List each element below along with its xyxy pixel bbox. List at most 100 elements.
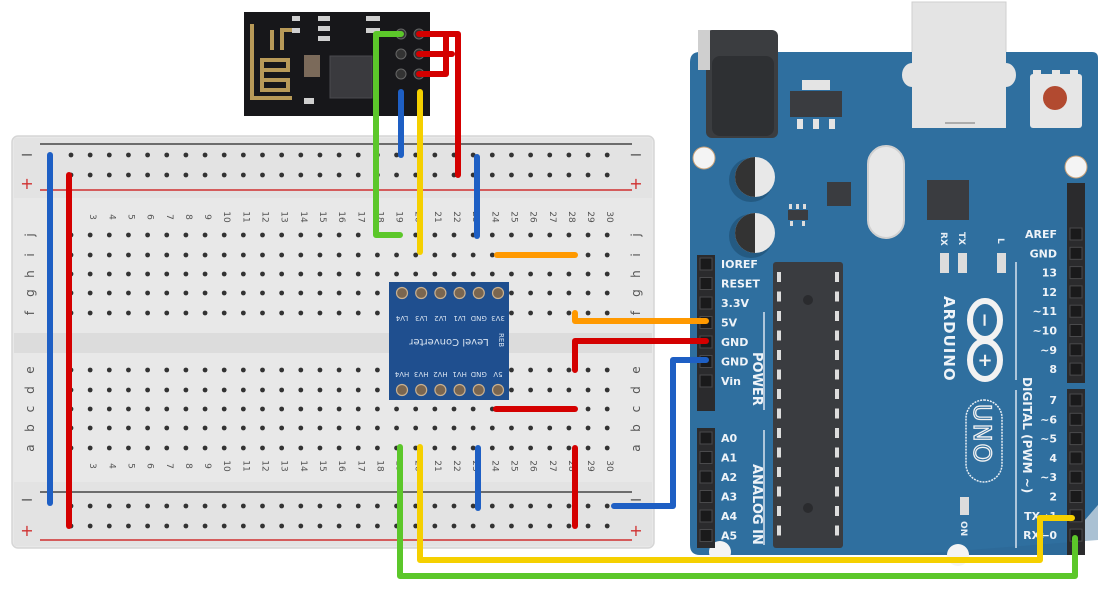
rail-hole[interactable] — [509, 523, 514, 529]
rail-hole[interactable] — [585, 152, 591, 158]
terminal-hole[interactable] — [566, 367, 572, 373]
rail-hole[interactable] — [106, 503, 112, 509]
rail-hole[interactable] — [394, 172, 399, 178]
terminal-hole[interactable] — [470, 406, 476, 412]
rail-hole[interactable] — [145, 152, 151, 158]
terminal-hole[interactable] — [394, 425, 399, 431]
terminal-hole[interactable] — [413, 271, 419, 277]
terminal-hole[interactable] — [298, 445, 304, 451]
terminal-hole[interactable] — [240, 387, 246, 393]
terminal-hole[interactable] — [240, 232, 246, 238]
terminal-hole[interactable] — [279, 367, 285, 373]
terminal-hole[interactable] — [355, 406, 361, 412]
terminal-hole[interactable] — [317, 271, 323, 277]
terminal-hole[interactable] — [145, 271, 151, 277]
rail-hole[interactable] — [336, 503, 342, 509]
terminal-hole[interactable] — [547, 290, 553, 296]
analog-pin-socket[interactable] — [699, 490, 713, 503]
rail-hole[interactable] — [355, 523, 361, 529]
terminal-hole[interactable] — [298, 406, 304, 412]
terminal-hole[interactable] — [106, 406, 112, 412]
terminal-hole[interactable] — [547, 425, 553, 431]
terminal-hole[interactable] — [221, 367, 227, 373]
terminal-hole[interactable] — [221, 310, 227, 316]
terminal-hole[interactable] — [489, 252, 495, 258]
terminal-hole[interactable] — [260, 406, 265, 412]
rail-hole[interactable] — [126, 523, 131, 529]
digital-pin-socket[interactable] — [1069, 266, 1083, 280]
reset-button[interactable] — [1030, 70, 1082, 128]
terminal-hole[interactable] — [106, 290, 112, 296]
rail-hole[interactable] — [604, 172, 610, 178]
rail-hole[interactable] — [298, 503, 304, 509]
level-converter-pin[interactable] — [472, 286, 485, 300]
terminal-hole[interactable] — [87, 232, 93, 238]
terminal-hole[interactable] — [585, 232, 591, 238]
rail-hole[interactable] — [317, 172, 323, 178]
rail-hole[interactable] — [604, 503, 610, 509]
rail-hole[interactable] — [298, 172, 304, 178]
terminal-hole[interactable] — [375, 406, 380, 412]
terminal-hole[interactable] — [470, 425, 476, 431]
terminal-hole[interactable] — [145, 367, 151, 373]
level-converter-pin[interactable] — [491, 383, 505, 397]
terminal-hole[interactable] — [145, 387, 151, 393]
terminal-hole[interactable] — [355, 290, 361, 296]
rail-hole[interactable] — [317, 503, 323, 509]
terminal-hole[interactable] — [221, 290, 227, 296]
terminal-hole[interactable] — [451, 406, 457, 412]
terminal-hole[interactable] — [202, 290, 208, 296]
terminal-hole[interactable] — [145, 445, 151, 451]
digital-pin-socket[interactable] — [1069, 451, 1083, 465]
rail-hole[interactable] — [279, 152, 285, 158]
level-converter-pin[interactable] — [415, 286, 428, 300]
terminal-hole[interactable] — [470, 252, 476, 258]
terminal-hole[interactable] — [221, 232, 227, 238]
rail-hole[interactable] — [470, 503, 476, 509]
rail-hole[interactable] — [202, 172, 208, 178]
terminal-hole[interactable] — [279, 271, 285, 277]
terminal-hole[interactable] — [336, 290, 342, 296]
terminal-hole[interactable] — [279, 445, 285, 451]
terminal-hole[interactable] — [260, 367, 265, 373]
rail-hole[interactable] — [413, 523, 419, 529]
terminal-hole[interactable] — [126, 252, 131, 258]
terminal-hole[interactable] — [202, 406, 208, 412]
terminal-hole[interactable] — [317, 310, 323, 316]
rail-hole[interactable] — [317, 523, 323, 529]
terminal-hole[interactable] — [585, 425, 591, 431]
rail-hole[interactable] — [451, 523, 457, 529]
terminal-hole[interactable] — [298, 425, 304, 431]
digital-pin-socket[interactable] — [1069, 343, 1083, 357]
terminal-hole[interactable] — [240, 445, 246, 451]
terminal-hole[interactable] — [87, 310, 93, 316]
rail-hole[interactable] — [432, 523, 438, 529]
terminal-hole[interactable] — [317, 367, 323, 373]
terminal-hole[interactable] — [164, 445, 170, 451]
terminal-hole[interactable] — [106, 425, 112, 431]
terminal-hole[interactable] — [145, 290, 151, 296]
rail-hole[interactable] — [566, 503, 572, 509]
terminal-hole[interactable] — [106, 271, 112, 277]
terminal-hole[interactable] — [547, 271, 553, 277]
terminal-hole[interactable] — [87, 271, 93, 277]
rail-hole[interactable] — [336, 172, 342, 178]
terminal-hole[interactable] — [566, 310, 572, 316]
digital-pin-socket[interactable] — [1069, 227, 1083, 241]
terminal-hole[interactable] — [279, 290, 285, 296]
terminal-hole[interactable] — [202, 310, 208, 316]
rail-hole[interactable] — [413, 172, 419, 178]
terminal-hole[interactable] — [470, 445, 476, 451]
terminal-hole[interactable] — [413, 425, 419, 431]
rail-hole[interactable] — [298, 523, 304, 529]
terminal-hole[interactable] — [279, 425, 285, 431]
rail-hole[interactable] — [489, 503, 495, 509]
rail-hole[interactable] — [604, 523, 610, 529]
terminal-hole[interactable] — [87, 367, 93, 373]
terminal-hole[interactable] — [183, 425, 189, 431]
terminal-hole[interactable] — [585, 367, 591, 373]
terminal-hole[interactable] — [164, 252, 170, 258]
rail-hole[interactable] — [604, 152, 610, 158]
terminal-hole[interactable] — [604, 387, 610, 393]
terminal-hole[interactable] — [260, 252, 265, 258]
